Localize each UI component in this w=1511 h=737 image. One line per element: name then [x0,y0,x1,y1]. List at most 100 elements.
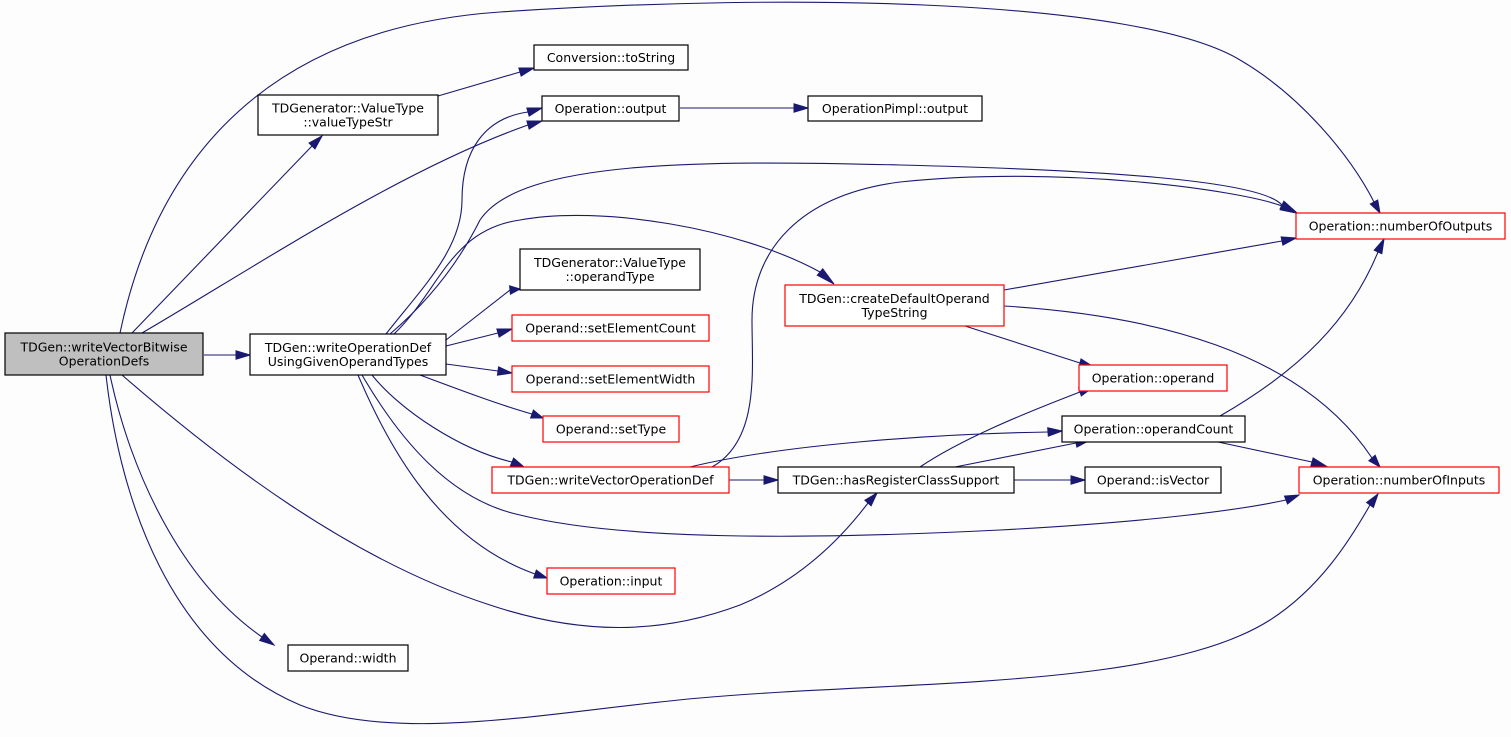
nodes-layer: TDGen::writeVectorBitwiseOperationDefsTD… [4,44,1506,672]
edge-writeOpDef-to-writeVecOpDef [371,374,526,468]
node-box [249,333,447,376]
node-label: UsingGivenOperandTypes [268,354,429,369]
arrowhead-icon [864,491,879,507]
node-label: Operation::numberOfInputs [1313,473,1486,488]
node-box [519,248,701,291]
node-box [511,314,710,342]
node-output[interactable]: Operation::output [541,95,680,122]
node-setElemWidth[interactable]: Operand::setElementWidth [511,365,710,393]
node-label: Operand::width [300,651,397,666]
node-label: TDGen::writeVectorBitwise [19,340,187,355]
edge-createDefault-to-operand [964,325,1094,368]
edge-writeVecOpDef-to-numOutputs [711,175,1298,468]
node-setType[interactable]: Operand::setType [542,415,680,443]
node-box [541,95,680,122]
edge-line [109,374,263,638]
arrowhead-icon [496,366,514,376]
arrowhead-icon [518,67,536,77]
node-box [533,44,689,71]
node-label: OperationDefs [59,354,149,369]
node-numOutputs[interactable]: Operation::numberOfOutputs [1295,212,1506,240]
node-box [287,644,409,672]
node-input[interactable]: Operation::input [546,567,676,595]
node-operandType[interactable]: TDGenerator::ValueType::operandType [519,248,701,291]
edge-valueTypeStr-to-toString [437,67,536,97]
edge-line [121,374,869,628]
node-label: ::valueTypeStr [303,115,393,130]
arrowhead-icon [1283,494,1301,505]
node-label: TypeString [860,305,927,320]
arrowhead-icon [529,409,545,419]
arrowhead-icon [1070,475,1087,485]
node-label: Conversion::toString [547,50,675,65]
node-isVector[interactable]: Operand::isVector [1084,466,1222,494]
arrowhead-icon [496,328,514,338]
edge-line [389,162,1283,335]
node-toString[interactable]: Conversion::toString [533,44,689,71]
edge-line [711,175,1283,468]
node-box [777,466,1015,494]
node-label: TDGen::createDefaultOperand [798,291,989,306]
edge-line [1219,251,1379,417]
edge-writeOpDef-to-setElemWidth [445,363,514,376]
edge-createDefault-to-numInputs [1003,305,1382,469]
node-width[interactable]: Operand::width [287,644,409,672]
node-valueTypeStr[interactable]: TDGenerator::ValueType::valueTypeStr [257,94,439,136]
edge-line [119,1,1375,334]
node-operandCount[interactable]: Operation::operandCount [1061,415,1246,443]
node-box [1298,466,1500,494]
edge-root-to-numOutputs [119,1,1381,334]
edge-line [919,391,1081,468]
arrowhead-icon [816,268,835,285]
node-operand[interactable]: Operation::operand [1078,364,1228,392]
arrowhead-icon [793,103,810,113]
edge-line [964,325,1081,364]
node-box [4,332,204,376]
node-writeVecOpDef[interactable]: TDGen::writeVectorOperationDef [491,466,730,494]
edge-writeVecOpDef-to-hasRegClass [729,475,780,485]
edge-line [445,289,511,341]
edge-operandCount-to-numOutputs [1219,237,1385,417]
node-box [546,567,676,595]
node-label: Operation::input [560,574,663,589]
node-box [1061,415,1246,443]
arrowhead-icon [526,107,544,117]
arrowhead-icon [308,134,324,150]
edge-line [371,374,513,463]
edge-root-to-valueTypeStr [131,134,324,334]
arrowhead-icon [1369,199,1381,215]
node-label: TDGenerator::ValueType [533,255,686,270]
arrowhead-icon [509,285,522,295]
node-hasRegClass[interactable]: TDGen::hasRegisterClassSupport [777,466,1015,494]
node-writeOpDef[interactable]: TDGen::writeOperationDefUsingGivenOperan… [249,333,447,376]
edge-root-to-width [109,374,276,646]
edge-root-to-writeOpDef [204,350,252,360]
edge-line [445,363,499,372]
edge-root-to-output [141,120,544,334]
node-pimplOutput[interactable]: OperationPimpl::output [807,95,983,122]
arrowhead-icon [235,350,252,360]
node-box [1084,466,1222,494]
edge-line [361,374,1287,537]
edge-hasRegClass-to-isVector [1014,475,1087,485]
edge-writeOpDef-to-operandType [445,285,522,341]
node-numInputs[interactable]: Operation::numberOfInputs [1298,466,1500,494]
node-label: TDGen::writeVectorOperationDef [506,473,714,488]
edge-output-to-pimplOutput [680,103,810,113]
edge-hasRegClass-to-operandCount [954,438,1092,468]
edge-root-to-numInputs [105,374,1379,725]
edge-line [357,374,536,575]
arrowhead-icon [258,632,276,646]
node-setElemCount[interactable]: Operand::setElementCount [511,314,710,342]
arrowhead-icon [1279,201,1298,214]
node-box [491,466,730,494]
edge-writeOpDef-to-output [385,107,544,335]
edge-writeVecOpDef-to-operandCount [689,427,1064,468]
edge-line [393,214,821,335]
arrowhead-icon [526,120,544,130]
arrowhead-icon [1373,237,1385,255]
arrowhead-icon [1368,454,1382,469]
